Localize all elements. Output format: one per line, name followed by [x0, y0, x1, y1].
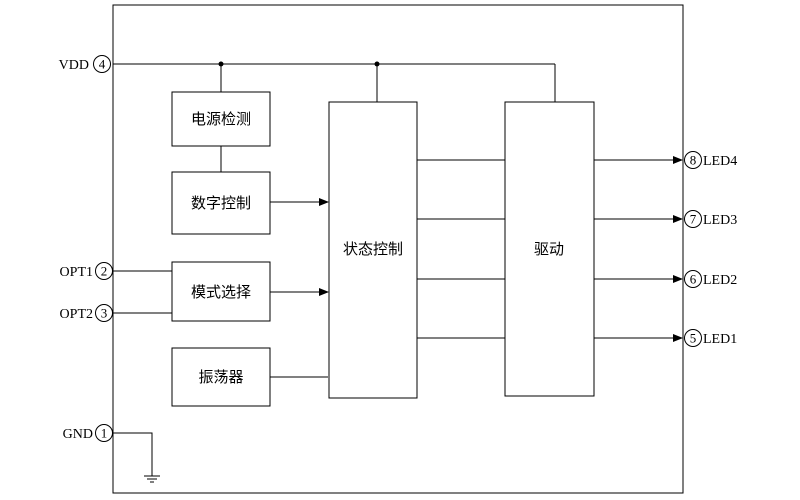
driver-label: 驱动 — [534, 240, 564, 258]
pin-led4: 8 LED4 — [684, 151, 737, 169]
pin-gnd-name: GND — [63, 427, 93, 442]
pin-led2: 6 LED2 — [684, 270, 737, 288]
pin-led4-number: 8 — [690, 153, 697, 168]
pin-led3-circle — [684, 210, 702, 228]
pin-led3: 7 LED3 — [684, 210, 737, 228]
gnd-line — [113, 432, 153, 476]
pin-gnd-circle — [95, 424, 113, 442]
pin-gnd-number: 1 — [101, 426, 108, 441]
pin-opt2: OPT2 3 — [60, 304, 113, 322]
digital-control-block: 数字控制 — [171, 171, 271, 235]
mode-select-label: 模式选择 — [191, 283, 251, 301]
pin-led1: 5 LED1 — [684, 329, 737, 347]
pin-opt2-name: OPT2 — [60, 307, 93, 322]
pin-opt1-number: 2 — [101, 264, 108, 279]
pin-vdd-number: 4 — [99, 57, 106, 72]
pin-led4-circle — [684, 151, 702, 169]
pin-opt1-name: OPT1 — [60, 265, 93, 280]
power-detect-block: 电源检测 — [171, 91, 271, 147]
pin-led3-number: 7 — [690, 212, 697, 227]
pin-led1-name: LED1 — [703, 332, 737, 347]
digital-control-label: 数字控制 — [191, 194, 251, 212]
oscillator-label: 振荡器 — [198, 368, 243, 386]
pin-led2-number: 6 — [690, 272, 697, 287]
pin-led4-name: LED4 — [703, 154, 737, 169]
pin-vdd-circle — [93, 55, 111, 73]
pin-led2-circle — [684, 270, 702, 288]
chip-outline — [112, 4, 684, 494]
pin-led2-name: LED2 — [703, 273, 737, 288]
mode-select-block: 模式选择 — [171, 261, 271, 322]
pin-led3-name: LED3 — [703, 213, 737, 228]
state-control-block: 状态控制 — [328, 101, 418, 399]
pin-vdd-name: VDD — [59, 58, 89, 73]
pin-opt2-number: 3 — [101, 306, 108, 321]
pin-opt1: OPT1 2 — [60, 262, 113, 280]
power-detect-label: 电源检测 — [191, 110, 251, 128]
state-control-label: 状态控制 — [343, 240, 403, 258]
driver-block: 驱动 — [504, 101, 595, 397]
pin-opt2-circle — [95, 304, 113, 322]
pin-led1-number: 5 — [690, 331, 697, 346]
pin-opt1-circle — [95, 262, 113, 280]
pin-vdd: VDD 4 — [59, 55, 111, 73]
pin-gnd: GND 1 — [63, 424, 113, 442]
pin-led1-circle — [684, 329, 702, 347]
oscillator-block: 振荡器 — [171, 347, 271, 407]
